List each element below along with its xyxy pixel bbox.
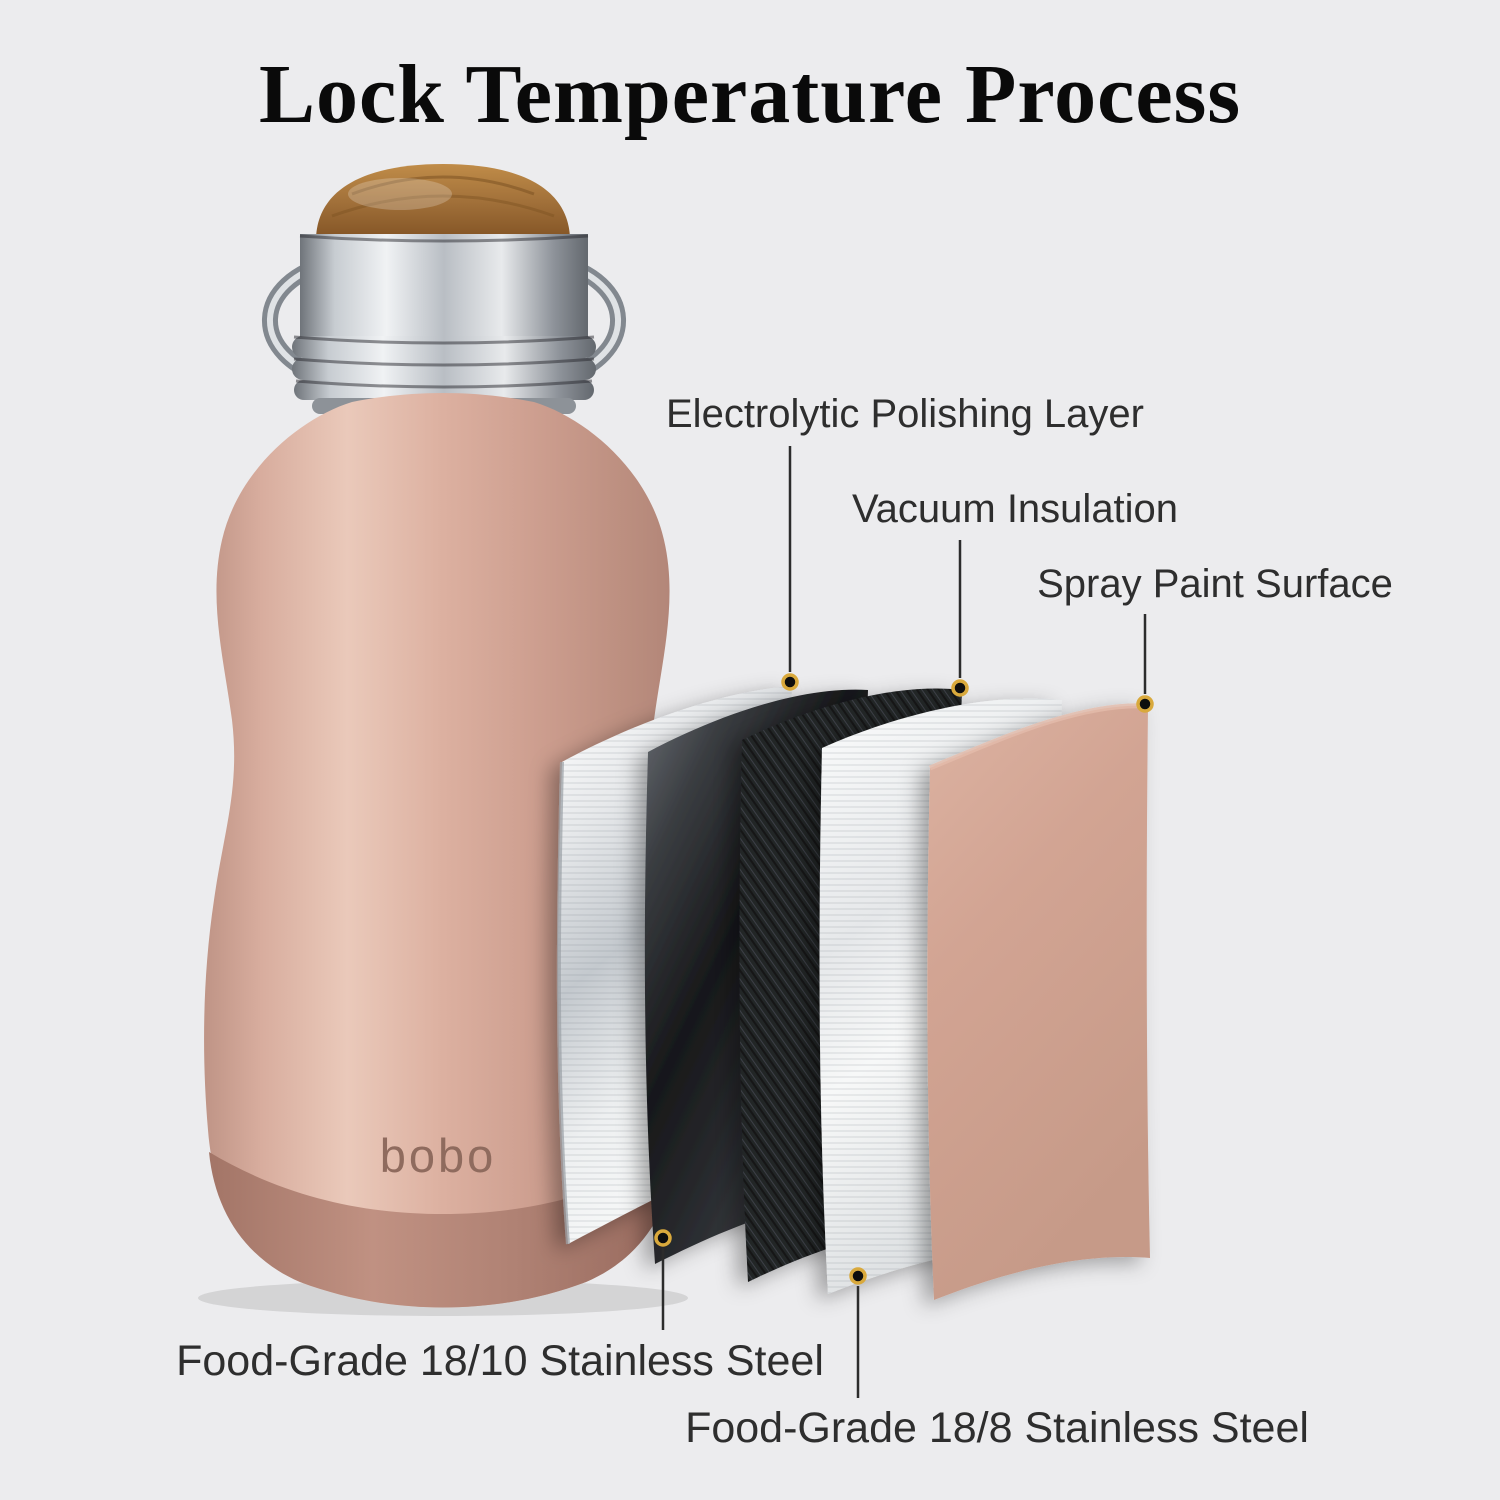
bottle-brand-text: bobo — [380, 1129, 497, 1182]
steel-cap-band — [292, 234, 596, 414]
label-food-grade-18-10-stainless-steel: Food-Grade 18/10 Stainless Steel — [176, 1337, 824, 1385]
layer-panel-spray-paint — [927, 705, 1150, 1300]
callout-dot-vacuum — [951, 679, 969, 697]
callout-dot-steel1810 — [654, 1229, 672, 1247]
callout-dot-steel188 — [849, 1267, 867, 1285]
callout-dots — [654, 673, 1154, 1285]
material-layers-exploded — [556, 686, 1150, 1300]
label-spray-paint-surface: Spray Paint Surface — [1037, 562, 1393, 606]
bottle-base-band — [209, 1152, 677, 1308]
label-vacuum-insulation: Vacuum Insulation — [851, 487, 1179, 531]
label-food-grade-18-8-stainless-steel: Food-Grade 18/8 Stainless Steel — [685, 1404, 1309, 1452]
label-electrolytic-polishing-layer: Electrolytic Polishing Layer — [666, 392, 1144, 436]
page-title: Lock Temperature Process — [258, 48, 1242, 141]
bamboo-cap — [316, 164, 570, 238]
callout-dot-spray — [1136, 695, 1154, 713]
callout-dot-electrolytic — [781, 673, 799, 691]
callout-leaders — [661, 446, 1147, 1398]
